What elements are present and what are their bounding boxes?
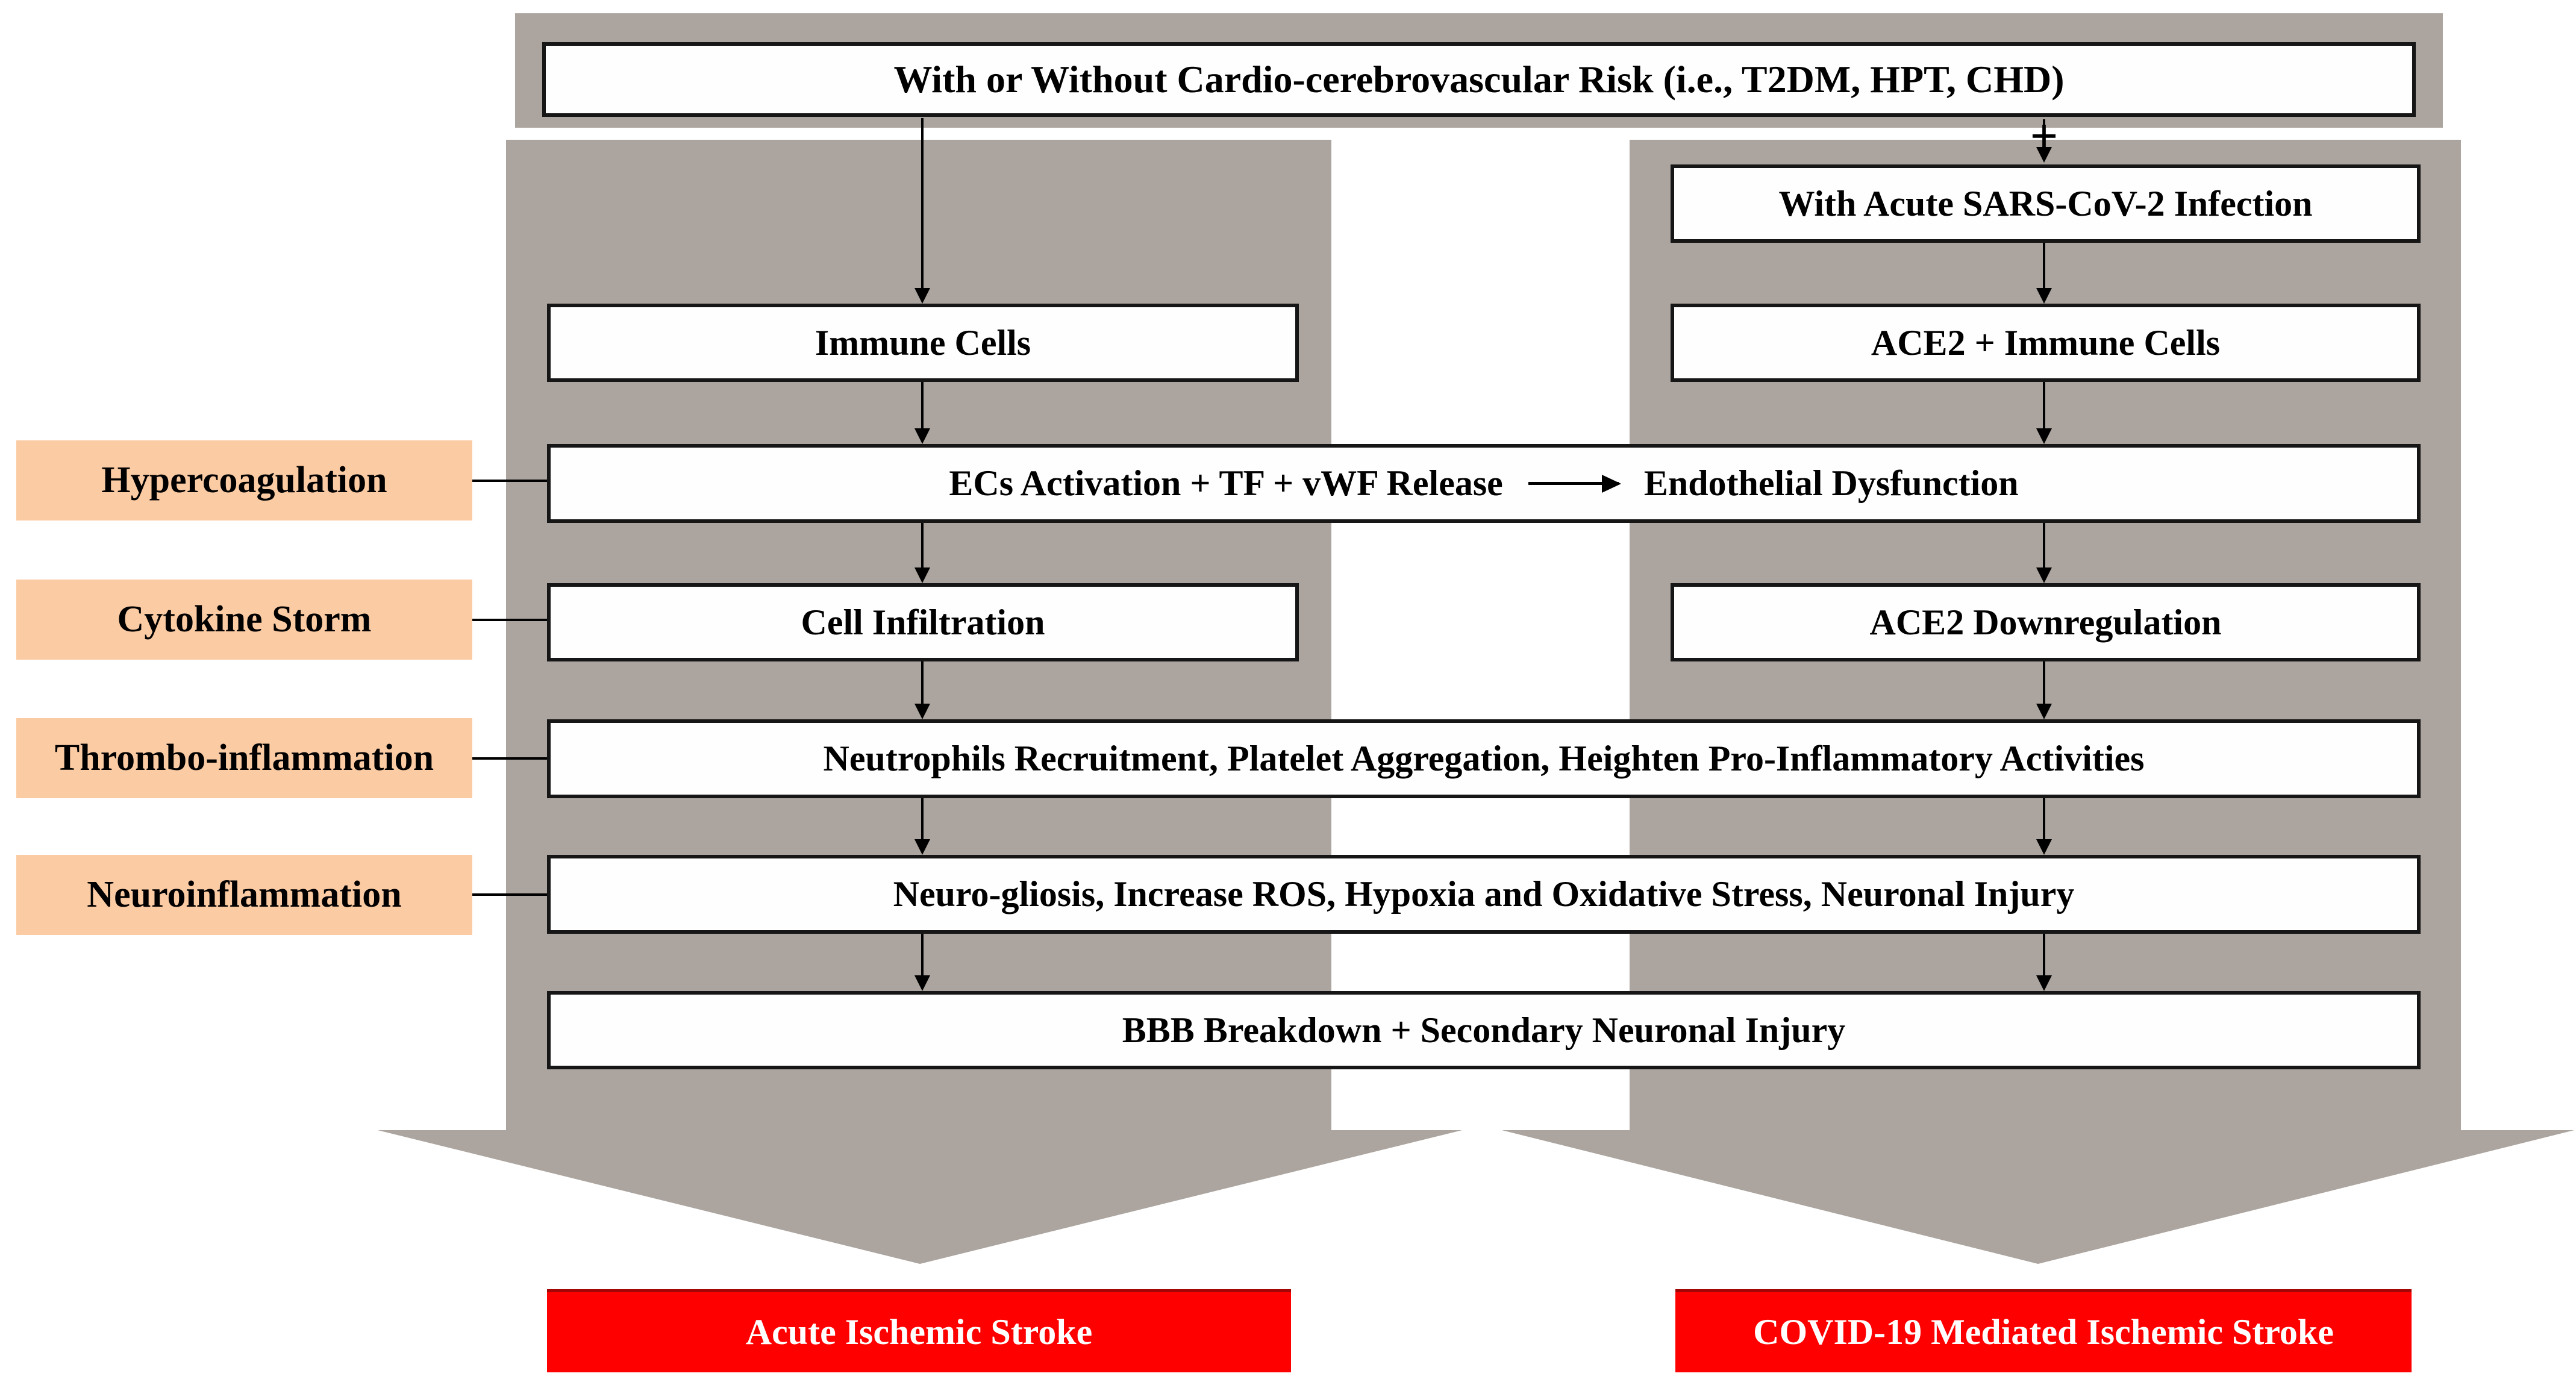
thrombo-inflammation-text: Thrombo-inflammation <box>54 737 434 778</box>
flow-arrow-neuro-to-bbb-right <box>2043 934 2045 975</box>
flow-arrow-immune-to-ecs <box>921 382 924 428</box>
neuro-gliosis-box: Neuro-gliosis, Increase ROS, Hypoxia and… <box>547 855 2421 934</box>
cell-infiltration-label: Cell Infiltration <box>801 602 1045 642</box>
risk-box: With or Without Cardio-cerebrovascular R… <box>542 42 2416 117</box>
ecs-activation-label: ECs Activation + TF + vWF Release <box>949 463 1503 503</box>
neuro-gliosis-label: Neuro-gliosis, Increase ROS, Hypoxia and… <box>893 874 2075 914</box>
ace2-immune-box: ACE2 + Immune Cells <box>1671 304 2421 382</box>
bbb-breakdown-box: BBB Breakdown + Secondary Neuronal Injur… <box>547 991 2421 1069</box>
connector-hypercoagulation <box>472 480 548 482</box>
flow-arrow-risk-to-immune <box>921 118 924 288</box>
left-big-down-arrowhead <box>378 1130 1462 1264</box>
sars-infection-label: With Acute SARS-CoV-2 Infection <box>1778 183 2313 224</box>
risk-box-label: With or Without Cardio-cerebrovascular R… <box>893 58 2065 101</box>
connector-thrombo-inflammation <box>472 757 548 760</box>
flow-arrow-neutrophils-to-neuro <box>921 798 924 839</box>
acute-ischemic-stroke-label: Acute Ischemic Stroke <box>745 1312 1093 1352</box>
sars-infection-box: With Acute SARS-CoV-2 Infection <box>1671 164 2421 243</box>
label-cytokine-storm: Cytokine Storm <box>16 580 472 660</box>
right-arrow-icon <box>1528 482 1619 485</box>
flow-arrow-neuro-to-bbb <box>921 934 924 975</box>
label-hypercoagulation: Hypercoagulation <box>16 440 472 520</box>
connector-cytokine-storm <box>472 619 548 621</box>
ecs-activation-box: ECs Activation + TF + vWF Release Endoth… <box>547 444 2421 523</box>
endothelial-dysfunction-label: Endothelial Dysfunction <box>1643 463 2019 503</box>
label-thrombo-inflammation: Thrombo-inflammation <box>16 718 472 798</box>
immune-cells-box: Immune Cells <box>547 304 1299 382</box>
ace2-immune-label: ACE2 + Immune Cells <box>1871 322 2221 363</box>
label-neuroinflammation: Neuroinflammation <box>16 855 472 935</box>
ace2-downregulation-label: ACE2 Downregulation <box>1869 602 2222 642</box>
immune-cells-label: Immune Cells <box>814 322 1031 363</box>
covid-ischemic-stroke-label: COVID-19 Mediated Ischemic Stroke <box>1753 1312 2334 1352</box>
neutrophils-box: Neutrophils Recruitment, Platelet Aggreg… <box>547 719 2421 798</box>
bbb-breakdown-label: BBB Breakdown + Secondary Neuronal Injur… <box>1122 1010 1846 1050</box>
acute-ischemic-stroke-box: Acute Ischemic Stroke <box>547 1289 1291 1372</box>
flow-arrow-infection-to-ace2immune <box>2043 243 2045 288</box>
covid-ischemic-stroke-box: COVID-19 Mediated Ischemic Stroke <box>1675 1289 2412 1372</box>
flow-arrow-ace2immune-to-ecs <box>2043 382 2045 428</box>
flow-arrow-neutrophils-to-neuro-right <box>2043 798 2045 839</box>
flow-arrow-infiltration-to-neutrophils <box>921 661 924 704</box>
cell-infiltration-box: Cell Infiltration <box>547 583 1299 661</box>
connector-neuroinflammation <box>472 893 548 896</box>
flow-arrow-ecs-to-infiltration <box>921 523 924 567</box>
ace2-downregulation-box: ACE2 Downregulation <box>1671 583 2421 661</box>
cytokine-storm-text: Cytokine Storm <box>117 599 372 640</box>
hypercoagulation-text: Hypercoagulation <box>101 460 387 501</box>
flow-arrow-ace2down-to-neutrophils <box>2043 661 2045 704</box>
plus-sign: + <box>2030 108 2059 163</box>
neutrophils-label: Neutrophils Recruitment, Platelet Aggreg… <box>823 739 2145 778</box>
flow-arrow-ecs-to-ace2down <box>2043 523 2045 567</box>
neuroinflammation-text: Neuroinflammation <box>87 874 402 915</box>
flow-arrow-risk-to-infection <box>2043 119 2045 147</box>
right-big-down-arrowhead <box>1502 1130 2574 1264</box>
